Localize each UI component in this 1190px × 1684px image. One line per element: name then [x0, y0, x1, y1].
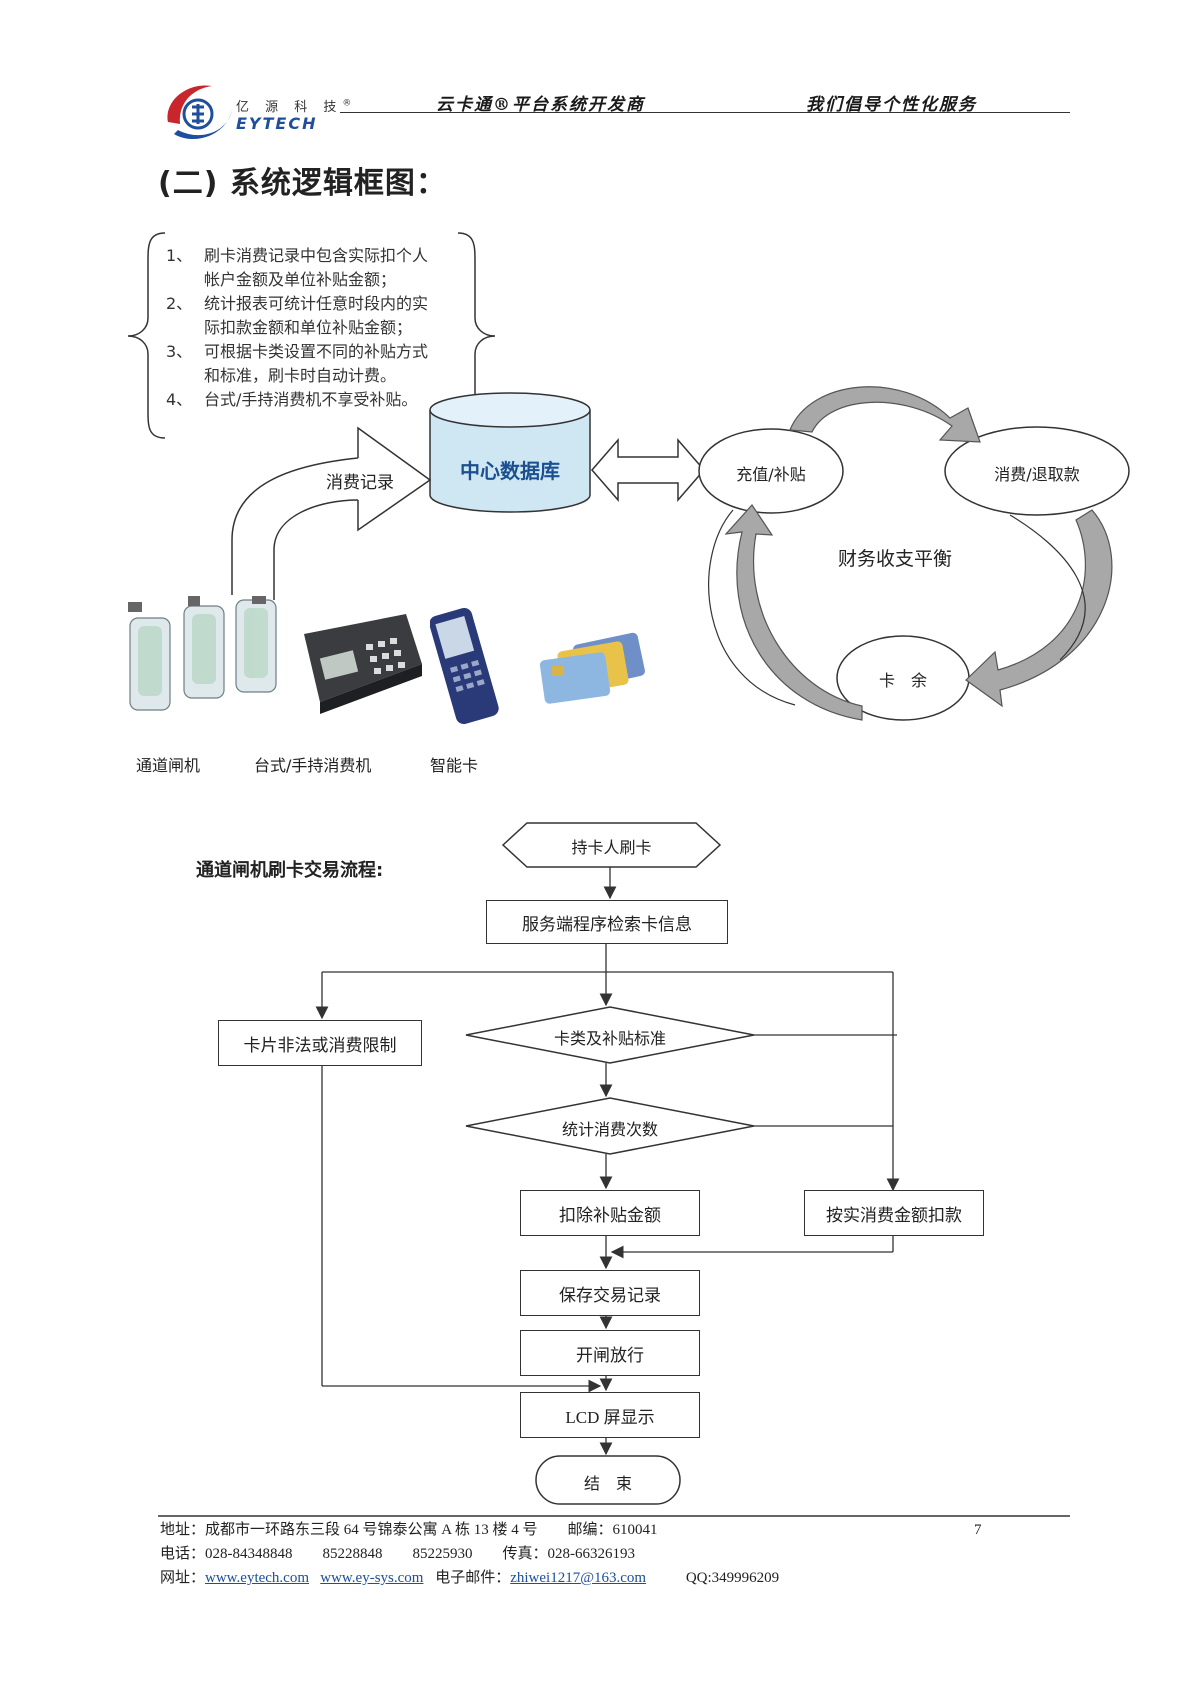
footer: 地址：成都市一环路东三段 64 号锦泰公寓 A 栋 13 楼 4 号 邮编：61… [160, 1518, 1070, 1590]
start-label: 持卡人刷卡 [571, 838, 652, 857]
finance-cycle-outline [708, 509, 1086, 706]
database-icon [429, 392, 591, 513]
illegal-card-box: 卡片非法或消费限制 [218, 1020, 422, 1066]
eytech-logo-icon [167, 85, 232, 140]
end-label: 结 束 [583, 1474, 632, 1493]
card-label: 智能卡 [430, 756, 479, 775]
note-item-cont: 帐户金额及单位补贴金额； [204, 270, 397, 289]
page-number: 7 [974, 1522, 982, 1538]
email-link[interactable]: zhiwei1217@163.com [510, 1570, 647, 1586]
footer-web: 网址：www.eytech.com www.ey-sys.com 电子邮件：zh… [160, 1566, 1070, 1590]
notes-list: 1、刷卡消费记录中包含实际扣个人 帐户金额及单位补贴金额； 2、统计报表可统计任… [166, 244, 466, 412]
consume-record-arrow [231, 426, 432, 600]
website-link-eytech[interactable]: www.eytech.com [205, 1570, 310, 1586]
recharge-ellipse [698, 428, 844, 514]
qq-number: QQ:349996209 [685, 1570, 780, 1586]
gate-machine-icon [128, 596, 277, 711]
consume-refund-ellipse [944, 426, 1130, 516]
note-item-cont: 和标准，刷卡时自动计费。 [204, 366, 397, 385]
card-balance-label: 卡 余 [878, 671, 927, 690]
footer-address: 地址：成都市一环路东三段 64 号锦泰公寓 A 栋 13 楼 4 号 邮编：61… [160, 1522, 658, 1538]
deduct-subsidy-box: 扣除补贴金额 [520, 1190, 700, 1236]
save-record-box: 保存交易记录 [520, 1270, 700, 1316]
flow-title: 通道闸机刷卡交易流程: [196, 860, 384, 881]
end-terminator [535, 1455, 681, 1505]
flow-connectors [315, 867, 900, 1456]
note-item-cont: 际扣款金额和单位补贴金额； [204, 318, 413, 337]
note-item: 4、台式/手持消费机不享受补贴。 [166, 390, 418, 409]
note-item: 3、可根据卡类设置不同的补贴方式 [166, 342, 429, 361]
company-cn: 亿 源 科 技 [236, 100, 343, 115]
footer-phone: 电话：028-84348848 85228848 85225930 传真：028… [160, 1546, 635, 1562]
registered-mark: ® [342, 98, 352, 109]
database-label: 中心数据库 [460, 459, 560, 483]
header-slogan-right: 我们倡导个性化服务 [806, 95, 977, 115]
handheld-terminal-icon [430, 608, 499, 724]
web-label: 网址： [160, 1570, 206, 1586]
count-label: 统计消费次数 [561, 1120, 658, 1139]
left-brace [127, 232, 166, 439]
header-rule [340, 112, 1070, 113]
recharge-label: 充值/补贴 [736, 465, 806, 484]
website-link-ey-sys[interactable]: www.ey-sys.com [320, 1570, 424, 1586]
consume-refund-label: 消费/退取款 [994, 465, 1080, 484]
consume-record-label: 消费记录 [326, 473, 394, 493]
open-gate-box: 开闸放行 [520, 1330, 700, 1376]
smart-card-icon [539, 632, 645, 704]
cycle-arrows [724, 386, 1113, 721]
start-hexagon [501, 822, 722, 868]
deduct-actual-box: 按实消费金额扣款 [804, 1190, 984, 1236]
gate-label: 通道闸机 [136, 756, 201, 775]
db-link-double-arrow [591, 437, 705, 503]
header-slogan-center: 云卡通®平台系统开发商 [436, 95, 645, 115]
lcd-display-box: LCD 屏显示 [520, 1392, 700, 1438]
note-item: 1、刷卡消费记录中包含实际扣个人 [166, 246, 429, 265]
header: 亿 源 科 技® EYTECH 云卡通®平台系统开发商 我们倡导个性化服务 [0, 0, 1190, 150]
note-item: 2、统计报表可统计任意时段内的实 [166, 294, 429, 313]
company-en: EYTECH [236, 114, 318, 133]
pos-terminal-icon [304, 614, 422, 714]
card-type-label: 卡类及补贴标准 [553, 1029, 666, 1048]
email-label: 电子邮件： [435, 1570, 511, 1586]
balance-title: 财务收支平衡 [838, 548, 953, 570]
pos-label: 台式/手持消费机 [254, 756, 372, 775]
section-title: (二) 系统逻辑框图： [158, 166, 447, 201]
retrieve-card-box: 服务端程序检索卡信息 [486, 900, 728, 944]
